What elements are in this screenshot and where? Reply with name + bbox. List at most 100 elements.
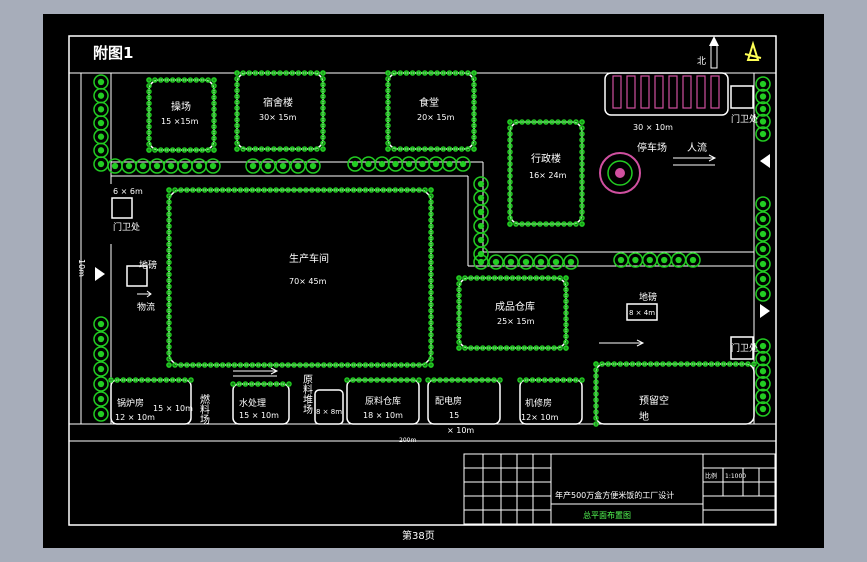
- tree-core: [256, 383, 259, 385]
- tree-core: [315, 148, 318, 150]
- tree: [684, 361, 690, 367]
- coal-yard-label: 燃料场: [198, 393, 210, 425]
- tree-core: [689, 256, 697, 264]
- tree-core: [376, 379, 378, 381]
- tree: [344, 377, 350, 383]
- tree: [166, 289, 172, 296]
- tree-core: [275, 189, 278, 191]
- tree-core: [511, 277, 514, 279]
- tree: [267, 362, 273, 368]
- tree: [428, 295, 434, 302]
- tree-core: [346, 189, 349, 191]
- tree-core: [531, 379, 534, 381]
- tree: [146, 135, 152, 142]
- tree: [320, 81, 326, 88]
- tree-core: [148, 149, 150, 151]
- tree: [211, 83, 217, 89]
- tree-core: [322, 89, 324, 92]
- tree: [485, 275, 492, 281]
- tree-core: [556, 379, 559, 381]
- tree: [720, 361, 727, 367]
- tree-core: [171, 379, 174, 381]
- appendix-title: 附图1: [93, 44, 133, 62]
- tree: [467, 377, 473, 383]
- tree-core: [242, 148, 245, 150]
- tree: [468, 345, 474, 351]
- tree: [507, 191, 513, 197]
- tree-core: [423, 72, 426, 74]
- tree: [273, 381, 280, 387]
- tree-core: [215, 364, 218, 366]
- tree: [507, 173, 513, 179]
- tree-core: [565, 288, 567, 291]
- tree-core: [631, 363, 634, 365]
- tree-core: [168, 291, 170, 294]
- tree: [428, 338, 434, 344]
- workshop-name: 生产车间: [289, 252, 329, 265]
- tree: [93, 376, 109, 392]
- tree: [320, 87, 326, 94]
- tree-core: [430, 358, 432, 360]
- tree-core: [477, 180, 485, 188]
- tree: [120, 377, 127, 383]
- tree-core: [168, 195, 170, 197]
- tree-core: [481, 347, 484, 349]
- tree: [503, 345, 510, 351]
- tree-core: [473, 107, 475, 109]
- tree-core: [509, 217, 511, 219]
- tree: [234, 87, 240, 94]
- tree-core: [322, 95, 324, 98]
- tree: [456, 310, 462, 316]
- tree: [307, 146, 314, 152]
- tree-core: [387, 107, 389, 109]
- tree-core: [203, 364, 206, 366]
- tree: [166, 247, 172, 254]
- tree: [507, 197, 513, 203]
- tree-core: [515, 223, 517, 225]
- tree-core: [445, 379, 447, 381]
- tree-core: [493, 379, 495, 381]
- bath-name: 操场: [171, 100, 191, 113]
- tree: [146, 88, 152, 95]
- tree: [146, 118, 152, 124]
- tree: [385, 76, 391, 82]
- tree: [551, 345, 557, 351]
- tree-core: [509, 151, 511, 153]
- tree-core: [537, 258, 545, 266]
- tree: [545, 345, 551, 351]
- tree: [252, 146, 259, 152]
- tree-core: [740, 363, 743, 365]
- tree: [579, 185, 585, 191]
- tree-core: [509, 145, 511, 147]
- tree-core: [674, 363, 676, 365]
- tree: [531, 221, 537, 227]
- tree: [449, 377, 455, 383]
- tree: [745, 361, 751, 367]
- tree-core: [239, 189, 242, 191]
- tree: [166, 344, 172, 350]
- tree: [455, 156, 471, 172]
- tree: [314, 146, 320, 152]
- tree-core: [213, 131, 215, 134]
- tree-core: [148, 90, 150, 93]
- tree: [225, 362, 232, 368]
- tree-core: [334, 189, 337, 191]
- tree-core: [509, 133, 511, 135]
- tree: [471, 140, 477, 146]
- tree: [410, 362, 416, 368]
- tree-core: [213, 137, 215, 140]
- tree-core: [458, 341, 460, 344]
- repair-size: 12× 10m: [521, 413, 559, 422]
- tree: [249, 362, 256, 368]
- tree: [579, 131, 585, 137]
- tree: [305, 158, 321, 174]
- tree-core: [236, 101, 238, 104]
- tree: [219, 187, 226, 193]
- tree: [549, 119, 555, 125]
- tree: [563, 281, 569, 287]
- tree: [169, 147, 176, 153]
- tree: [458, 70, 465, 76]
- tree: [279, 362, 285, 368]
- tree: [234, 146, 240, 152]
- tree: [708, 361, 715, 367]
